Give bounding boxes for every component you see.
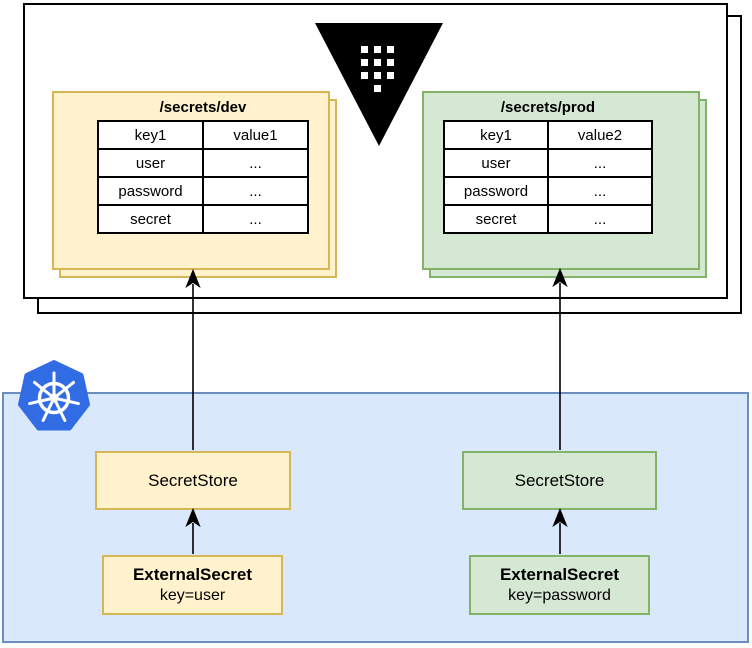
secretstore-dev-node: SecretStore [95,451,291,510]
externalsecret-password-title: ExternalSecret [499,565,620,585]
externalsecret-user-key: key=user [159,586,226,604]
secrets-prod-title: /secrets/prod [500,99,596,116]
table-row: secret ... [443,204,653,234]
vault-icon [315,23,443,146]
secretstore-prod-node: SecretStore [462,451,657,510]
table-row: user ... [97,148,309,178]
table-row: password ... [443,176,653,206]
externalsecret-password-node: ExternalSecret key=password [469,555,650,615]
externalsecret-password-key: key=password [508,586,611,604]
table-row: secret ... [97,204,309,234]
table-row: password ... [97,176,309,206]
table-row: user ... [443,148,653,178]
table-row: key1 value2 [443,120,653,150]
externalsecret-user-node: ExternalSecret key=user [102,555,283,615]
secrets-dev-title: /secrets/dev [159,99,247,116]
externalsecret-user-title: ExternalSecret [132,565,253,585]
table-row: key1 value1 [97,120,309,150]
secretstore-dev-label: SecretStore [148,470,238,490]
secrets-prod-table: key1 value2 user ... password ... secret… [443,120,653,234]
secretstore-prod-label: SecretStore [514,470,605,490]
secrets-dev-table: key1 value1 user ... password ... secret… [97,120,309,234]
kubernetes-icon [18,360,90,431]
